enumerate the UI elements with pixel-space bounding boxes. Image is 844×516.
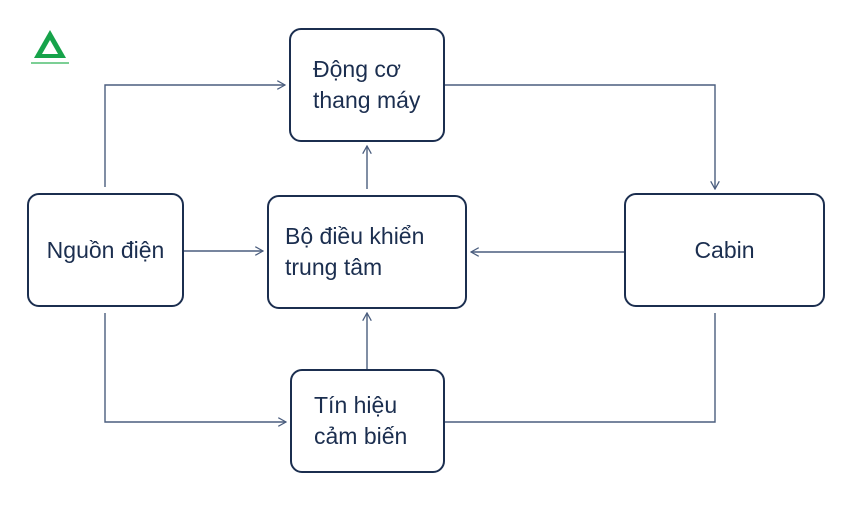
edge-motor-to-cabin [445, 84, 715, 189]
node-sensor-label: Tín hiệu cảm biến [314, 390, 407, 452]
node-controller-line-1: Bộ điều khiển [285, 223, 425, 249]
node-power-label: Nguồn điện [46, 236, 165, 263]
node-motor-line-2: thang máy [313, 87, 421, 113]
node-motor: Động cơ thang máy [289, 28, 445, 142]
node-sensor-line-1: Tín hiệu [314, 392, 398, 418]
node-cabin-label: Cabin [694, 236, 755, 263]
edge-power-to-sensor [104, 313, 286, 422]
node-controller-label: Bộ điều khiển trung tâm [285, 221, 424, 283]
node-sensor: Tín hiệu cảm biến [290, 369, 445, 473]
logo-icon [31, 30, 69, 64]
edge-cabin-to-sensor [445, 313, 716, 423]
node-cabin: Cabin [624, 193, 825, 307]
node-controller: Bộ điều khiển trung tâm [267, 195, 467, 309]
node-motor-line-1: Động cơ [313, 56, 401, 82]
node-power: Nguồn điện [27, 193, 184, 307]
node-controller-line-2: trung tâm [285, 254, 383, 280]
edge-power-to-motor [104, 85, 285, 187]
node-sensor-line-2: cảm biến [314, 423, 408, 449]
node-motor-label: Động cơ thang máy [313, 54, 420, 116]
